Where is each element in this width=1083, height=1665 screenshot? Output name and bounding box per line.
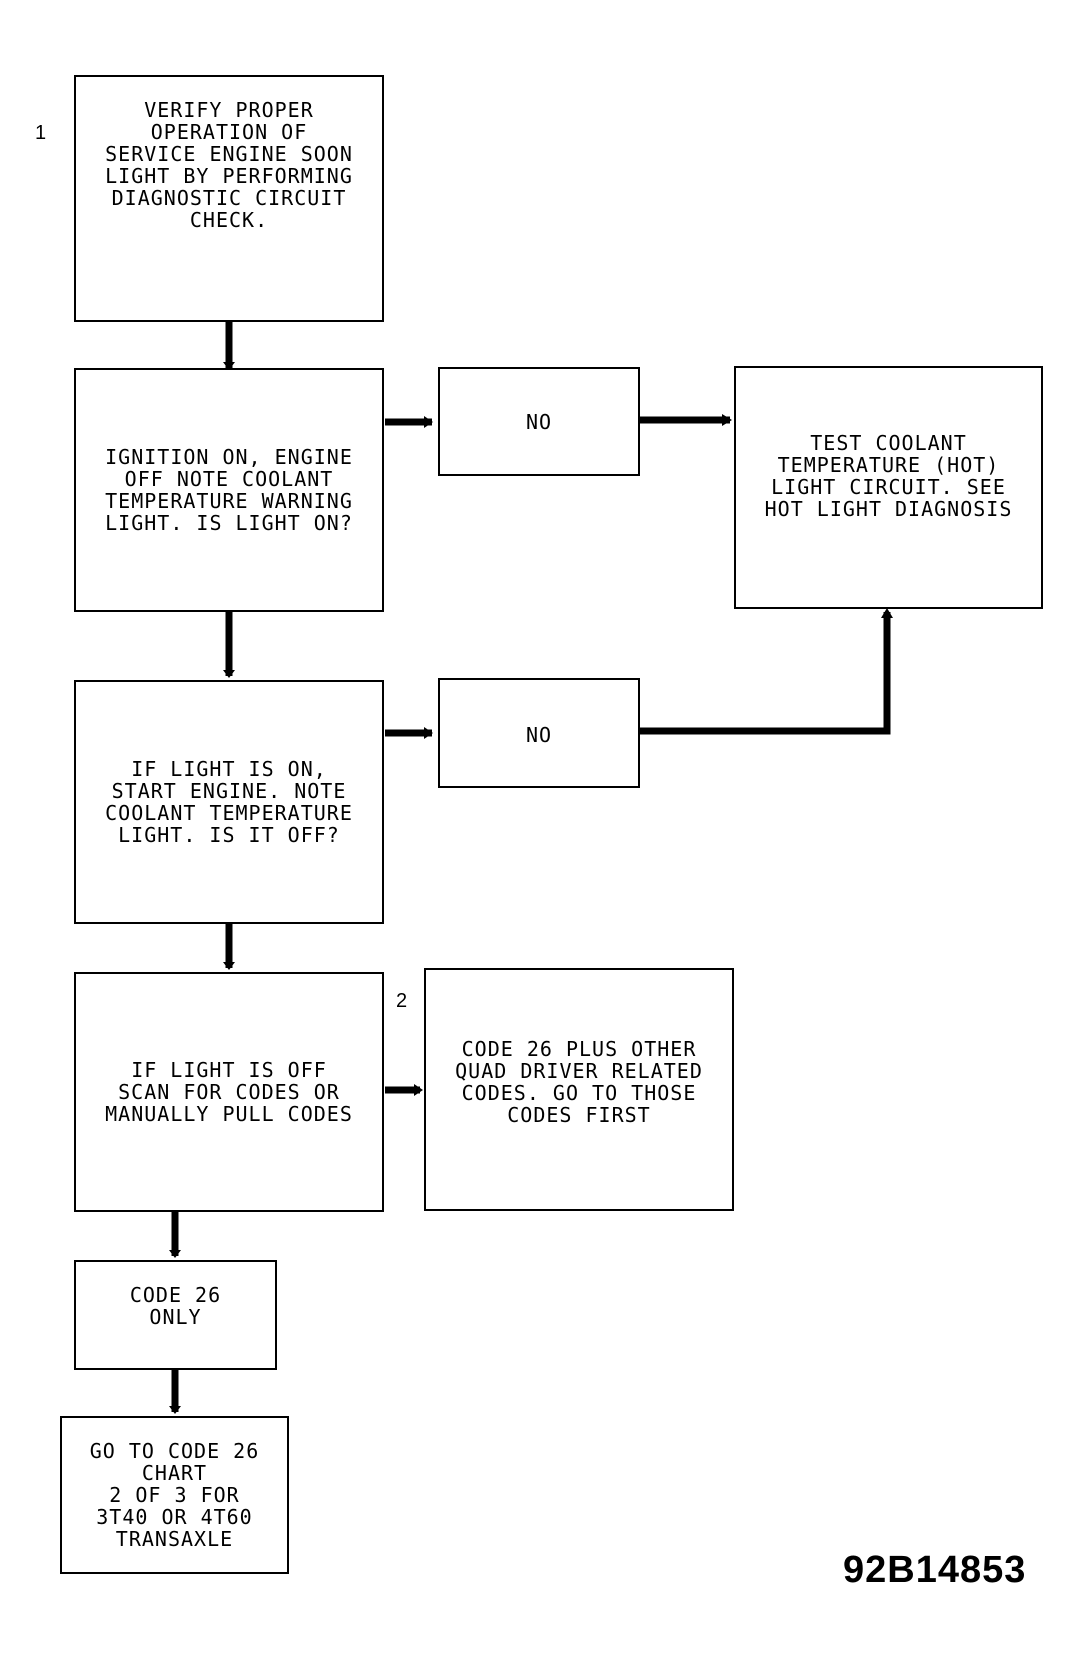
no-text-1: NO xyxy=(525,410,553,434)
code26-only-text: CODE 26 ONLY xyxy=(129,1283,222,1329)
step-number-1: 1 xyxy=(35,122,47,144)
figure-id: 92B14853 xyxy=(843,1549,1027,1591)
start-engine-box: IF LIGHT IS ON, START ENGINE. NOTE COOLA… xyxy=(74,680,384,924)
code26-plus-box: CODE 26 PLUS OTHER QUAD DRIVER RELATED C… xyxy=(424,968,734,1211)
arrowhead xyxy=(169,1406,181,1414)
connector-no2-test xyxy=(640,612,891,735)
ignition-text: IGNITION ON, ENGINE OFF NOTE COOLANT TEM… xyxy=(105,445,353,535)
arrowhead xyxy=(424,727,433,739)
test-coolant-box: TEST COOLANT TEMPERATURE (HOT) LIGHT CIR… xyxy=(734,366,1043,609)
code26-only-box: CODE 26 ONLY xyxy=(74,1260,277,1370)
arrowhead xyxy=(414,1084,423,1096)
no-box-1: NO xyxy=(438,367,640,476)
verify-text: VERIFY PROPER OPERATION OF SERVICE ENGIN… xyxy=(105,98,353,232)
no-box-2: NO xyxy=(438,678,640,788)
arrowhead xyxy=(223,670,235,678)
start-engine-text: IF LIGHT IS ON, START ENGINE. NOTE COOLA… xyxy=(105,757,353,847)
ignition-box: IGNITION ON, ENGINE OFF NOTE COOLANT TEM… xyxy=(74,368,384,612)
arrowhead xyxy=(169,1250,181,1258)
arrowhead xyxy=(424,416,433,428)
verify-box: VERIFY PROPER OPERATION OF SERVICE ENGIN… xyxy=(74,75,384,322)
code26-plus-text: CODE 26 PLUS OTHER QUAD DRIVER RELATED C… xyxy=(455,1037,703,1127)
goto-chart-text: GO TO CODE 26 CHART 2 OF 3 FOR 3T40 OR 4… xyxy=(89,1439,260,1551)
scan-text: IF LIGHT IS OFF SCAN FOR CODES OR MANUAL… xyxy=(105,1058,353,1126)
goto-chart-box: GO TO CODE 26 CHART 2 OF 3 FOR 3T40 OR 4… xyxy=(60,1416,289,1574)
arrowhead xyxy=(722,414,732,426)
step-number-2: 2 xyxy=(396,990,408,1012)
test-coolant-text: TEST COOLANT TEMPERATURE (HOT) LIGHT CIR… xyxy=(764,431,1013,521)
scan-box: IF LIGHT IS OFF SCAN FOR CODES OR MANUAL… xyxy=(74,972,384,1212)
no-text-2: NO xyxy=(525,723,553,747)
arrowhead xyxy=(881,608,893,618)
arrowhead xyxy=(223,362,235,370)
arrowhead xyxy=(223,962,235,970)
